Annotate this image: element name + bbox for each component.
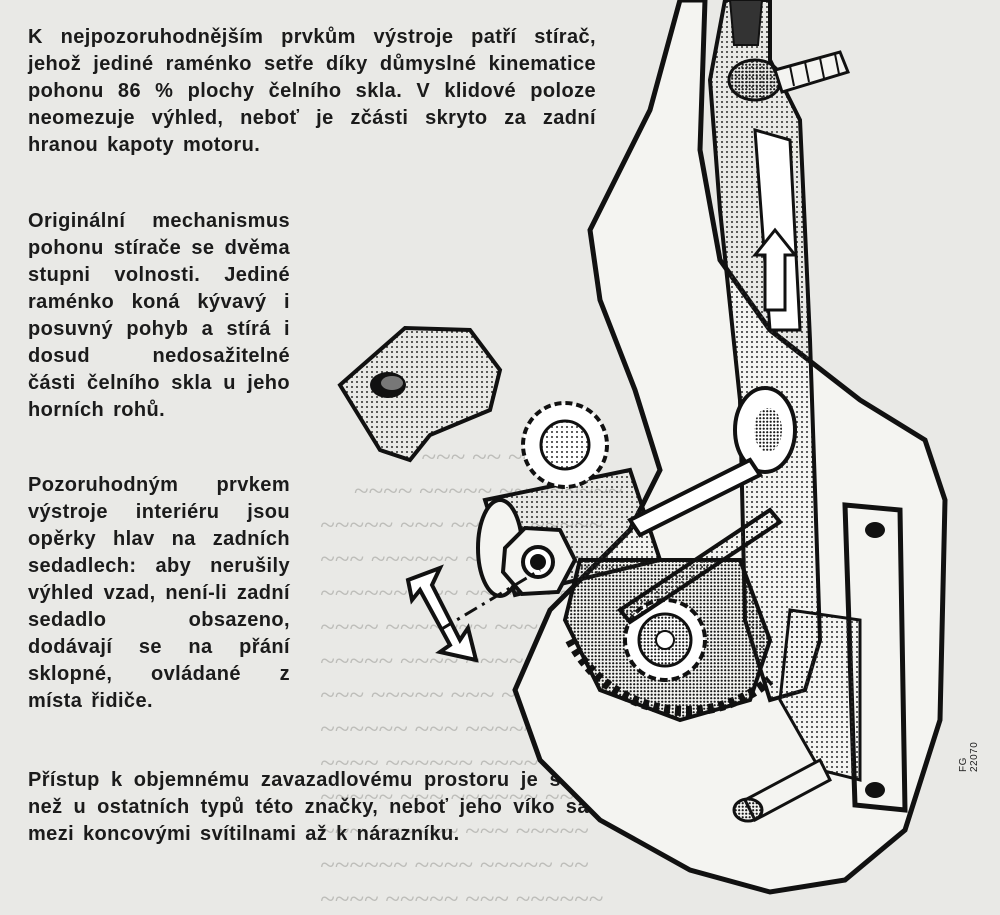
- paragraph-luggage-space: Přístup k objemnému zavazadlovému prosto…: [28, 769, 613, 845]
- motion-arrows-icon: [405, 564, 541, 663]
- lower-bracket: [778, 608, 862, 782]
- upper-gear-icon: [521, 401, 609, 489]
- wiper-mechanism-illustration: [337, 0, 948, 895]
- pinion-gear-icon: [623, 598, 707, 682]
- mounting-bracket: [337, 325, 503, 463]
- figure-code: FG 22070: [958, 741, 980, 772]
- bottom-screw-icon: [732, 757, 832, 823]
- paragraph-wiper-mechanism: Originální mechanismus pohonu stírače se…: [28, 210, 290, 421]
- pivot-hub-icon: [733, 386, 797, 474]
- slide-arrow-icon: [751, 227, 799, 312]
- top-screw-icon: [727, 50, 851, 102]
- hex-nut-icon: [500, 525, 578, 597]
- paragraph-headrests: Pozoruhodným prvkem výstroje interiéru j…: [28, 474, 290, 712]
- paragraph-wiper: K nejpozoruhodnějším prvkům výstroje pat…: [28, 26, 596, 156]
